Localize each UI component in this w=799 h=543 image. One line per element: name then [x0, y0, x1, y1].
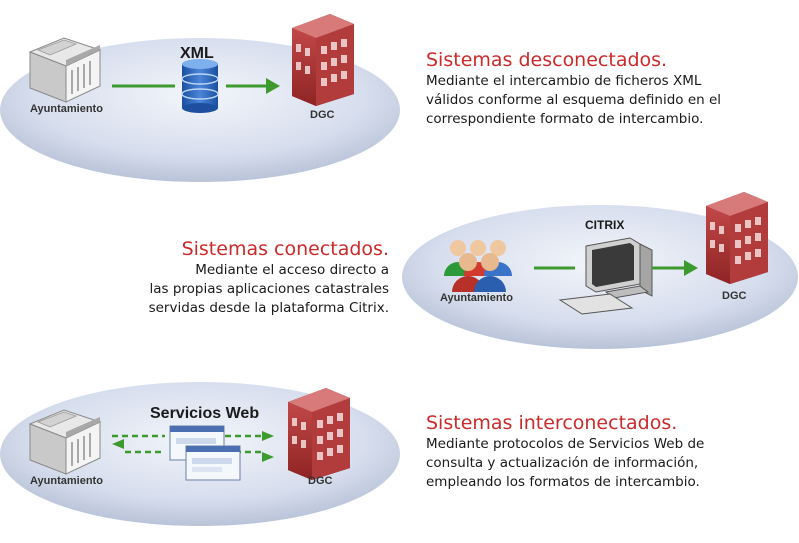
ayuntamiento-label: Ayuntamiento: [440, 292, 513, 304]
citrix-label: CITRIX: [585, 218, 624, 232]
description-line: correspondiente formato de intercambio.: [426, 111, 704, 127]
description-line: servidas desde la plataforma Citrix.: [148, 300, 389, 316]
dgc-building-icon: [706, 192, 768, 284]
description-line: válidos conforme al esquema definido en …: [426, 92, 722, 108]
computer-icon: [558, 237, 653, 315]
ayuntamiento-label: Ayuntamiento: [30, 103, 103, 115]
arrow-head-icon: [266, 78, 280, 94]
dgc-label: DGC: [308, 475, 333, 487]
description-line: empleando los formatos de intercambio.: [426, 474, 700, 490]
section-2-title: Sistemas conectados.: [181, 238, 389, 260]
xml-label: XML: [180, 45, 214, 62]
description-line: Mediante protocolos de Servicios Web de: [426, 436, 705, 452]
arrow-head-icon: [262, 452, 274, 462]
users-icon: [444, 240, 512, 292]
section-3-title: Sistemas interconectados.: [426, 412, 678, 434]
arrow-head-icon: [112, 439, 124, 449]
arrow-head-icon: [262, 431, 274, 441]
dgc-building-icon: [292, 14, 354, 106]
section-2-description: Mediante el acceso directo a las propias…: [149, 261, 389, 318]
web-windows-icon: [169, 425, 241, 481]
arrow-head-icon: [684, 260, 698, 276]
servicios-web-label: Servicios Web: [150, 405, 259, 422]
description-line: consulta y actualización de información,: [426, 455, 699, 471]
section-2-diagram: Ayuntamiento CITRIX DGC: [402, 192, 798, 349]
section-3-description: Mediante protocolos de Servicios Web de …: [426, 435, 704, 492]
section-1-title: Sistemas desconectados.: [426, 49, 668, 71]
dgc-building-icon: [288, 388, 350, 480]
dgc-label: DGC: [310, 109, 335, 121]
section-3-diagram: Ayuntamiento Servicios Web DGC: [0, 382, 400, 526]
section-1-description: Mediante el intercambio de ficheros XML …: [426, 72, 721, 129]
section-1-diagram: Ayuntamiento XML DGC: [0, 14, 400, 182]
dashed-arrows: [112, 434, 262, 454]
description-line: Mediante el acceso directo a: [195, 262, 389, 278]
description-line: las propias aplicaciones catastrales: [149, 281, 389, 297]
ayuntamiento-label: Ayuntamiento: [30, 475, 103, 487]
description-line: Mediante el intercambio de ficheros XML: [426, 73, 702, 89]
database-icon: [181, 59, 219, 113]
dgc-label: DGC: [722, 290, 747, 302]
